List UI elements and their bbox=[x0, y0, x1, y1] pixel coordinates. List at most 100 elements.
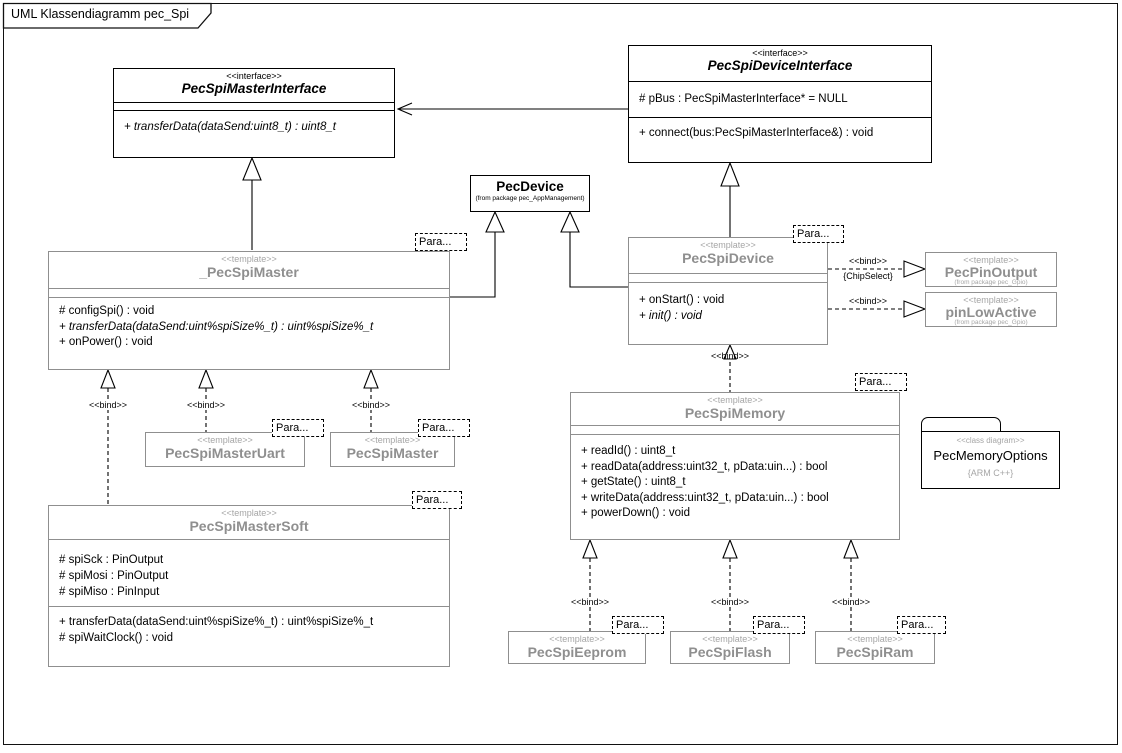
operation: + readId() : uint8_t bbox=[581, 445, 676, 457]
class-name: PecSpiRam bbox=[836, 644, 914, 660]
stereotype-label: <<template>> bbox=[963, 295, 1019, 305]
class-pin-low-active[interactable]: <<template>> pinLowActive (from package … bbox=[925, 292, 1057, 327]
class-name: PecSpiMasterInterface bbox=[181, 81, 327, 96]
class-name: PecSpiMaster bbox=[346, 445, 439, 461]
class-name: PecSpiMemory bbox=[684, 405, 786, 421]
attributes-compartment: # spiSck : PinOutput # spiMosi : PinOutp… bbox=[49, 539, 449, 606]
class-name: pinLowActive bbox=[945, 304, 1037, 320]
frame-title-tab bbox=[2, 2, 212, 29]
template-param-box-memory[interactable]: Para... bbox=[855, 373, 907, 391]
diagram-frame bbox=[3, 3, 1118, 745]
stereotype-label: <<template>> bbox=[221, 254, 277, 264]
class-name: PecPinOutput bbox=[944, 264, 1038, 280]
class-pec-spi-ram[interactable]: <<template>> PecSpiRam bbox=[815, 631, 935, 664]
bind-triangle-masteruart bbox=[198, 368, 214, 389]
attributes-compartment bbox=[571, 425, 899, 434]
operations-compartment: # configSpi() : void + transferData(data… bbox=[49, 297, 449, 369]
bind-triangle-mastersoft bbox=[100, 368, 116, 389]
operation: + transferData(dataSend:uint8_t) : uint8… bbox=[124, 121, 336, 133]
bind-label-mastersoft: <<bind>> bbox=[83, 400, 133, 410]
stereotype-label: <<interface>> bbox=[752, 48, 808, 58]
attributes-compartment bbox=[114, 102, 394, 110]
from-package-label: (from package pec_AppManagement) bbox=[475, 195, 585, 202]
stereotype-label: <<template>> bbox=[702, 634, 758, 644]
gen-triangle-pecdevice-left bbox=[485, 210, 505, 233]
class-header: <<template>> PecSpiMasterSoft bbox=[49, 506, 449, 539]
operations-compartment: + transferData(dataSend:uint8_t) : uint8… bbox=[114, 110, 394, 157]
operation: + connect(bus:PecSpiMasterInterface&) : … bbox=[639, 127, 874, 139]
gen-triangle-deviceinterface bbox=[720, 161, 740, 187]
gen-triangle-pecdevice-right bbox=[560, 210, 580, 233]
bind-label-ram: <<bind>> bbox=[826, 597, 876, 607]
operation: + onPower() : void bbox=[59, 336, 153, 348]
class-name: _PecSpiMaster bbox=[199, 264, 299, 280]
stereotype-label: <<interface>> bbox=[226, 71, 282, 81]
class-pec-spi-master-uart[interactable]: <<template>> PecSpiMasterUart bbox=[145, 432, 305, 467]
package-note: {ARM C++} bbox=[967, 468, 1014, 478]
template-param-box-ram[interactable]: Para... bbox=[897, 616, 946, 634]
operations-compartment: + connect(bus:PecSpiMasterInterface&) : … bbox=[629, 117, 931, 162]
template-param-box-master[interactable]: Para... bbox=[418, 419, 470, 437]
class-pec-device[interactable]: PecDevice (from package pec_AppManagemen… bbox=[470, 175, 590, 212]
association-pbus bbox=[396, 102, 628, 116]
chipselect-constraint-label: {ChipSelect} bbox=[843, 271, 893, 281]
class-pec-spi-master-interface[interactable]: <<interface>> PecSpiMasterInterface + tr… bbox=[113, 68, 395, 158]
from-package-label: (from package pec_Gpio) bbox=[954, 319, 1028, 326]
class-pec-spi-memory[interactable]: <<template>> PecSpiMemory + readId() : u… bbox=[570, 392, 900, 540]
class-name: PecSpiEeprom bbox=[527, 644, 627, 660]
bind-label-masteruart: <<bind>> bbox=[181, 400, 231, 410]
template-param-box-eeprom[interactable]: Para... bbox=[612, 616, 664, 634]
bind-label-eeprom: <<bind>> bbox=[565, 597, 615, 607]
bind-triangle-eeprom bbox=[582, 538, 598, 559]
attributes-compartment bbox=[629, 273, 827, 282]
class-header: <<template>> PecSpiRam bbox=[816, 632, 934, 660]
class-pec-spi-flash[interactable]: <<template>> PecSpiFlash bbox=[670, 631, 790, 664]
operation: + readData(address:uint32_t, pData:uin..… bbox=[581, 460, 828, 473]
stereotype-label: <<template>> bbox=[549, 634, 605, 644]
package-tab bbox=[921, 417, 1001, 432]
package-name: PecMemoryOptions bbox=[933, 448, 1048, 463]
generalization-arrows bbox=[242, 156, 740, 298]
gen-line-pecspidevice-to-pecdevice bbox=[569, 232, 628, 288]
package-pec-memory-options[interactable]: <<class diagram>> PecMemoryOptions {ARM … bbox=[921, 431, 1060, 489]
attribute: # pBus : PecSpiMasterInterface* = NULL bbox=[639, 93, 848, 105]
template-param-box-flash[interactable]: Para... bbox=[753, 616, 805, 634]
operation: # spiWaitClock() : void bbox=[59, 632, 173, 644]
open-arrowhead-icon bbox=[396, 102, 413, 116]
class-pec-spi-eeprom[interactable]: <<template>> PecSpiEeprom bbox=[508, 631, 646, 664]
bind-triangle-ram bbox=[843, 538, 859, 559]
template-param-box-device[interactable]: Para... bbox=[793, 225, 844, 243]
class-header: <<template>> PecPinOutput (from package … bbox=[926, 253, 1056, 287]
class-header: <<interface>> PecSpiDeviceInterface bbox=[629, 46, 931, 81]
operation: + init() : void bbox=[639, 309, 702, 322]
bind-triangle-pinoutput bbox=[903, 260, 927, 278]
class-pec-spi-device-interface[interactable]: <<interface>> PecSpiDeviceInterface # pB… bbox=[628, 45, 932, 163]
stereotype-label: <<template>> bbox=[707, 395, 763, 405]
bind-label-memory: <<bind>> bbox=[710, 351, 750, 361]
bind-triangle-pinlowactive bbox=[903, 300, 927, 318]
operations-compartment: + readId() : uint8_t + readData(address:… bbox=[571, 434, 899, 539]
class-header: <<interface>> PecSpiMasterInterface bbox=[114, 69, 394, 102]
class-pec-pin-output[interactable]: <<template>> PecPinOutput (from package … bbox=[925, 252, 1057, 287]
class-pec-spi-master-soft[interactable]: <<template>> PecSpiMasterSoft # spiSck :… bbox=[48, 505, 450, 667]
template-param-box-master-soft[interactable]: Para... bbox=[412, 491, 462, 509]
operation: + transferData(dataSend:uint%spiSize%_t)… bbox=[59, 616, 374, 628]
class-name: PecSpiMasterSoft bbox=[189, 518, 309, 534]
operation: + onStart() : void bbox=[639, 294, 725, 306]
operation: + getState() : uint8_t bbox=[581, 476, 686, 488]
class-pec-spi-master-base[interactable]: <<template>> _PecSpiMaster # configSpi()… bbox=[48, 251, 450, 370]
class-header: PecDevice (from package pec_AppManagemen… bbox=[471, 176, 589, 203]
class-header: <<template>> PecSpiEeprom bbox=[509, 632, 645, 660]
class-pec-spi-device[interactable]: <<template>> PecSpiDevice + onStart() : … bbox=[628, 237, 828, 345]
stereotype-label: <<class diagram>> bbox=[956, 436, 1025, 445]
template-param-box-master-base[interactable]: Para... bbox=[415, 233, 467, 251]
template-param-box-master-uart[interactable]: Para... bbox=[272, 419, 324, 437]
operation: + transferData(dataSend:uint%spiSize%_t)… bbox=[59, 320, 374, 333]
class-pec-spi-master[interactable]: <<template>> PecSpiMaster bbox=[330, 432, 455, 467]
operation: + powerDown() : void bbox=[581, 507, 690, 519]
class-name: PecSpiFlash bbox=[688, 644, 772, 660]
attribute: # spiSck : PinOutput bbox=[59, 554, 164, 566]
gen-line-pecspimaster-to-pecdevice bbox=[450, 232, 496, 298]
